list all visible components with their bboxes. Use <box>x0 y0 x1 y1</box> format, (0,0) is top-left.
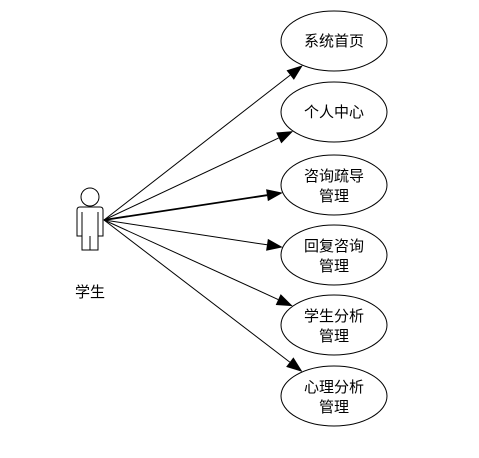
use-case-ellipse[interactable] <box>280 365 388 427</box>
use-case-label: 管理 <box>319 398 349 416</box>
use-case-label: 管理 <box>319 257 349 275</box>
actor-body <box>76 206 104 251</box>
arrowhead-5 <box>275 294 293 307</box>
use-case-label: 咨询疏导 <box>304 167 364 185</box>
arrowhead-1 <box>286 65 303 80</box>
association-line-1 <box>103 74 291 221</box>
arrowhead-2 <box>276 131 294 144</box>
actor-head <box>80 187 100 207</box>
use-case-ellipse[interactable] <box>280 224 388 286</box>
use-case-label: 回复咨询 <box>304 237 364 255</box>
use-case-label: 系统首页 <box>304 32 364 50</box>
use-case-label: 管理 <box>319 187 349 205</box>
use-case-label: 个人中心 <box>304 103 364 121</box>
association-line-3 <box>103 194 268 221</box>
actor-figure-icon <box>76 187 104 251</box>
use-case-1[interactable]: 系统首页 <box>280 10 388 72</box>
use-case-ellipse[interactable] <box>280 81 388 143</box>
use-case-label: 学生分析 <box>304 307 364 325</box>
actor-label: 学生 <box>75 283 105 301</box>
arrowhead-4 <box>266 238 283 251</box>
use-case-label: 管理 <box>319 327 349 345</box>
use-case-2[interactable]: 个人中心 <box>280 81 388 143</box>
association-line-4 <box>103 219 268 246</box>
use-case-ellipse[interactable] <box>280 154 388 216</box>
association-lines <box>103 65 303 372</box>
use-case-ellipse[interactable] <box>280 294 388 356</box>
association-line-5 <box>103 219 279 300</box>
use-case-label: 心理分析 <box>304 378 364 396</box>
use-case-ellipse[interactable] <box>280 10 388 72</box>
association-line-2 <box>103 137 279 221</box>
arrowhead-6 <box>286 357 303 372</box>
arrowhead-3 <box>266 189 283 202</box>
association-line-6 <box>103 219 291 363</box>
